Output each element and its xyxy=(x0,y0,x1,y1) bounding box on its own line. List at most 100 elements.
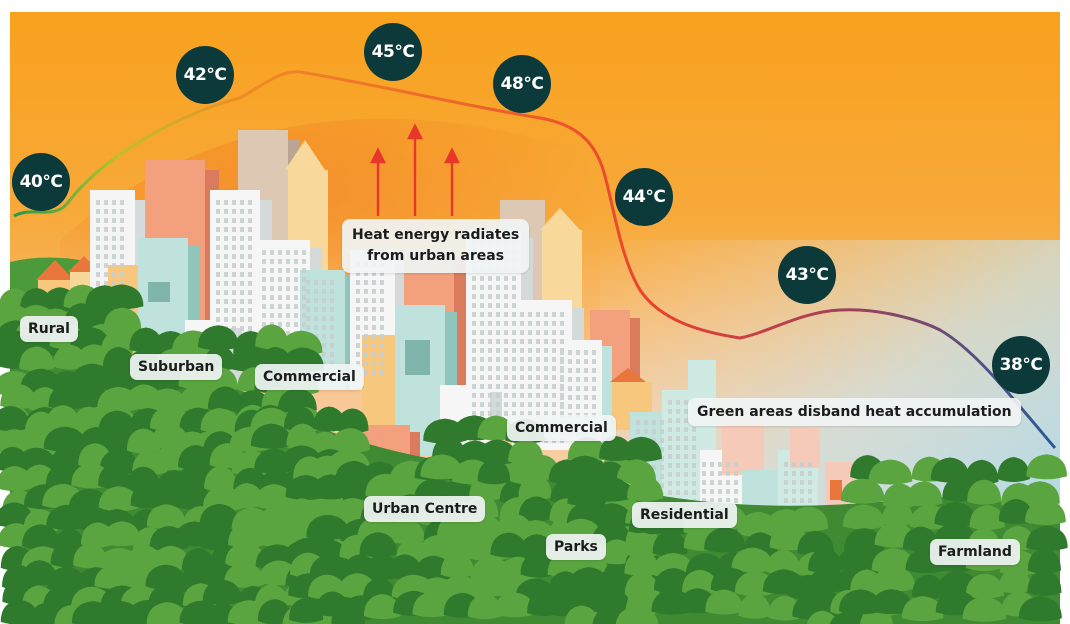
tree xyxy=(225,542,266,568)
tree xyxy=(965,573,1004,599)
tree xyxy=(590,503,633,529)
tree xyxy=(520,552,556,578)
tree xyxy=(477,459,511,485)
tree xyxy=(312,474,350,500)
tree xyxy=(998,568,1032,594)
tree xyxy=(280,330,323,356)
tree xyxy=(0,599,39,624)
tree xyxy=(315,591,350,617)
tree xyxy=(493,592,536,618)
tree xyxy=(477,415,515,441)
tree xyxy=(787,506,829,532)
tree xyxy=(359,532,397,558)
tree xyxy=(840,478,885,504)
tree xyxy=(1026,525,1068,551)
tree xyxy=(704,527,746,553)
tree xyxy=(103,521,141,547)
tree xyxy=(624,551,660,577)
tree xyxy=(384,518,425,544)
tree xyxy=(19,346,55,372)
tree xyxy=(738,593,772,619)
tree xyxy=(336,408,369,434)
tree xyxy=(997,457,1030,483)
tree xyxy=(412,592,451,618)
tree xyxy=(843,528,885,554)
tree xyxy=(621,436,662,462)
tree xyxy=(731,547,774,573)
tree xyxy=(625,532,660,558)
zone-label-rural: Rural xyxy=(20,316,78,342)
tree xyxy=(870,589,913,615)
temperature-badge-farmland: 38°C xyxy=(992,336,1050,394)
tree xyxy=(969,504,1005,530)
tree xyxy=(440,552,475,578)
tree xyxy=(1020,481,1060,507)
tree xyxy=(181,548,215,574)
tree xyxy=(965,459,999,485)
tree xyxy=(681,569,718,595)
tree xyxy=(46,504,88,530)
tree xyxy=(490,532,527,558)
tree xyxy=(842,504,885,530)
tree xyxy=(871,548,916,574)
tree xyxy=(309,554,352,580)
tree xyxy=(72,406,106,432)
tree xyxy=(289,597,324,623)
tree xyxy=(808,548,842,574)
temperature-badge-urban-centre: 45°C xyxy=(364,23,422,81)
tree xyxy=(1025,499,1066,525)
tree xyxy=(930,457,970,483)
heat-radiates-callout: Heat energy radiates from urban areas xyxy=(342,219,530,273)
tree xyxy=(126,428,160,454)
tree xyxy=(871,566,916,592)
tree xyxy=(45,405,80,431)
tree xyxy=(250,423,292,449)
tree xyxy=(912,574,945,600)
zone-label-suburban: Suburban xyxy=(130,354,223,380)
tree xyxy=(967,479,1002,505)
tree xyxy=(98,463,132,489)
tree xyxy=(199,503,240,529)
tree xyxy=(255,324,289,350)
temperature-badge-residential: 43°C xyxy=(778,246,836,304)
tree xyxy=(306,514,350,540)
tree xyxy=(1018,596,1062,622)
tree xyxy=(881,501,914,527)
tree xyxy=(100,284,144,310)
temperature-badge-rural: 40°C xyxy=(12,153,70,211)
tree xyxy=(228,522,265,548)
tree xyxy=(330,428,370,454)
tree xyxy=(905,481,943,507)
zone-label-commercial-right: Commercial xyxy=(507,415,616,441)
tree xyxy=(146,602,189,624)
tree xyxy=(998,499,1034,525)
tree xyxy=(387,554,422,580)
tree xyxy=(587,588,632,614)
tree xyxy=(21,560,58,586)
tree xyxy=(22,524,60,550)
zone-label-parks: Parks xyxy=(546,534,606,560)
tree xyxy=(766,549,801,575)
tree xyxy=(420,454,463,480)
tree xyxy=(1027,548,1061,574)
tree xyxy=(567,436,608,462)
tree xyxy=(102,346,135,372)
tree xyxy=(902,526,939,552)
zone-label-urban-centre: Urban Centre xyxy=(364,496,486,522)
tree xyxy=(174,484,212,510)
tree xyxy=(202,579,242,605)
tree xyxy=(589,476,631,502)
tree xyxy=(204,466,237,492)
tree xyxy=(257,599,292,624)
tree-canopy xyxy=(0,284,1068,624)
tree xyxy=(625,590,660,616)
tree xyxy=(1027,570,1062,596)
tree xyxy=(43,426,87,452)
tree xyxy=(178,444,214,470)
tree xyxy=(223,562,265,588)
tree xyxy=(98,486,139,512)
tree xyxy=(277,388,317,414)
tree xyxy=(901,596,944,622)
tree xyxy=(597,567,631,593)
